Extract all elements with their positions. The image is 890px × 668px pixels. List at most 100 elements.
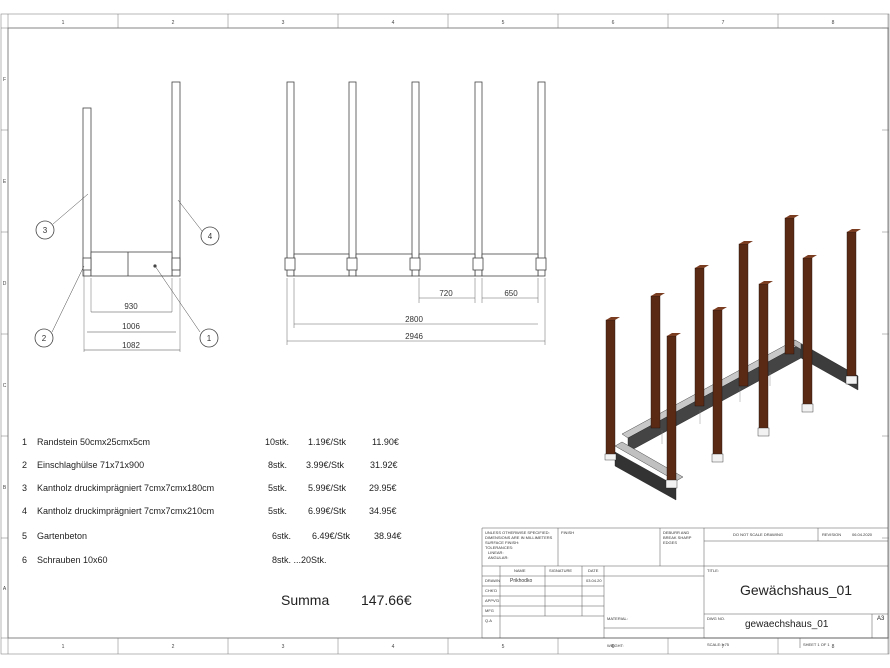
bom-price: 1.19€/Stk — [308, 437, 347, 447]
side-curb-3 — [418, 253, 476, 277]
bom-price: 5.99€/Stk — [308, 483, 347, 493]
dim-2800: 2800 — [405, 315, 423, 324]
side-curb-4 — [481, 253, 539, 277]
tb-title-label: TITLE: — [707, 568, 720, 573]
tb-note-4: TOLERANCES: — [485, 545, 514, 550]
dim-650: 650 — [504, 289, 518, 298]
tb-header-signature: SIGNATURE — [549, 568, 573, 573]
iso-post-1 — [605, 319, 616, 459]
drawing-number: gewaechshaus_01 — [745, 619, 829, 630]
side-curb-1 — [293, 253, 350, 277]
bom-num: 5 — [22, 531, 28, 541]
dim-930: 930 — [124, 302, 138, 311]
drawing-title: Gewächshaus_01 — [740, 582, 853, 598]
tb-note-6: ANGULAR: — [488, 555, 509, 560]
frame-col-1-bottom: 1 — [62, 644, 65, 650]
inner-frame — [7, 27, 889, 639]
frame-col-5-bottom: 5 — [502, 644, 505, 650]
bom-qty: 5stk. — [268, 506, 288, 516]
balloon-1-label: 1 — [207, 334, 212, 343]
bom-desc: Schrauben 10x60 — [37, 555, 108, 565]
iso-post-3 — [666, 335, 677, 485]
dim-1082: 1082 — [122, 341, 140, 350]
front-post-left — [82, 107, 92, 277]
tb-row-name: Prikhodko — [510, 578, 533, 584]
bom-price: 6.99€/Stk — [308, 506, 347, 516]
bom-total: 11.90€ — [372, 437, 399, 447]
outer-frame — [0, 13, 890, 655]
bom-qty: 8stk. ...20Stk. — [272, 555, 327, 565]
bom-num: 1 — [22, 437, 28, 447]
side-post-2 — [348, 81, 357, 277]
tb-row-role: CHK'D — [485, 588, 498, 593]
tb-note-3: SURFACE FINISH: — [485, 540, 520, 545]
bom-desc: Randstein 50cmx25cmx5cm — [37, 437, 151, 447]
bom-qty: 6stk. — [272, 531, 292, 541]
frame-col-5-top: 5 — [502, 20, 505, 26]
frame-col-7-bottom: 7 — [722, 644, 725, 650]
tb-row-role: Q.A — [485, 618, 492, 623]
paper-size: A3 — [877, 616, 885, 622]
balloon-2 — [34, 328, 54, 348]
tb-row-role: MFG — [485, 608, 494, 613]
side-curb-2 — [355, 253, 413, 277]
balloon-2-label: 2 — [42, 334, 47, 343]
tb-deburr-2: BREAK SHARP — [663, 535, 692, 540]
frame-col-8-top: 8 — [832, 20, 835, 26]
isometric-view — [604, 215, 861, 501]
dim-1006: 1006 — [122, 322, 140, 331]
tb-note-2: DIMENSIONS ARE IN MILLIMETERS — [485, 535, 553, 540]
bom-desc: Einschlaghülse 71x71x900 — [37, 460, 145, 470]
summary-label: Summa — [281, 592, 330, 608]
frame-col-2-top: 2 — [172, 20, 175, 26]
tb-revision-label: REVISION — [822, 532, 842, 537]
iso-post-10 — [846, 231, 857, 377]
side-view — [284, 81, 547, 277]
frame-col-4-bottom: 4 — [392, 644, 395, 650]
frame-row-E: E — [3, 179, 7, 185]
iso-post-8 — [784, 217, 795, 355]
frame-col-1-top: 1 — [62, 20, 65, 26]
iso-post-2 — [650, 295, 661, 429]
bom-qty: 10stk. — [265, 437, 290, 447]
tb-note-5: LINEAR: — [488, 550, 504, 555]
tb-scale: SCALE:1:75 — [707, 642, 730, 647]
frame-col-4-top: 4 — [392, 20, 395, 26]
tb-row-role: APPV'D — [485, 598, 500, 603]
tb-header-name: NAME — [514, 568, 526, 573]
balloon-4 — [200, 226, 220, 246]
bom-total: 31.92€ — [370, 460, 398, 470]
bom-desc: Kantholz druckimprägniert 7cmx7cmx180cm — [37, 483, 215, 493]
frame-row-D: D — [3, 281, 7, 287]
side-post-5 — [537, 81, 546, 277]
bom-price: 3.99€/Stk — [306, 460, 345, 470]
tb-material-label: MATERIAL: — [607, 616, 628, 621]
tb-finish: FINISH — [561, 530, 575, 535]
summary-value: 147.66€ — [361, 592, 412, 608]
bom-total: 29.95€ — [369, 483, 397, 493]
tb-revision-date: 06.04.2020 — [852, 532, 873, 537]
frame-col-3-top: 3 — [282, 20, 285, 26]
tb-dwg-no-label: DWG NO. — [707, 616, 725, 621]
bom-desc: Gartenbeton — [37, 531, 88, 541]
dim-2946: 2946 — [405, 332, 423, 341]
balloon-4-label: 4 — [208, 232, 213, 241]
bom-total: 34.95€ — [369, 506, 397, 516]
tb-weight-label: WEIGHT: — [607, 643, 624, 648]
side-post-3 — [411, 81, 420, 277]
frame-row-C: C — [3, 383, 7, 389]
tb-sheet: SHEET 1 OF 1 — [803, 642, 830, 647]
bom-num: 6 — [22, 555, 28, 565]
frame-col-2-bottom: 2 — [172, 644, 175, 650]
side-dimensions — [286, 278, 546, 345]
frame-row-F: F — [3, 77, 6, 83]
tb-row-date: 03.04.20 — [586, 578, 602, 583]
frame-col-8-bottom: 8 — [832, 644, 835, 650]
frame-col-6-bottom: 6 — [612, 644, 615, 650]
frame-col-3-bottom: 3 — [282, 644, 285, 650]
front-post-right — [171, 81, 181, 277]
front-view — [34, 81, 220, 352]
dim-720: 720 — [439, 289, 453, 298]
frame-col-6-top: 6 — [612, 20, 615, 26]
